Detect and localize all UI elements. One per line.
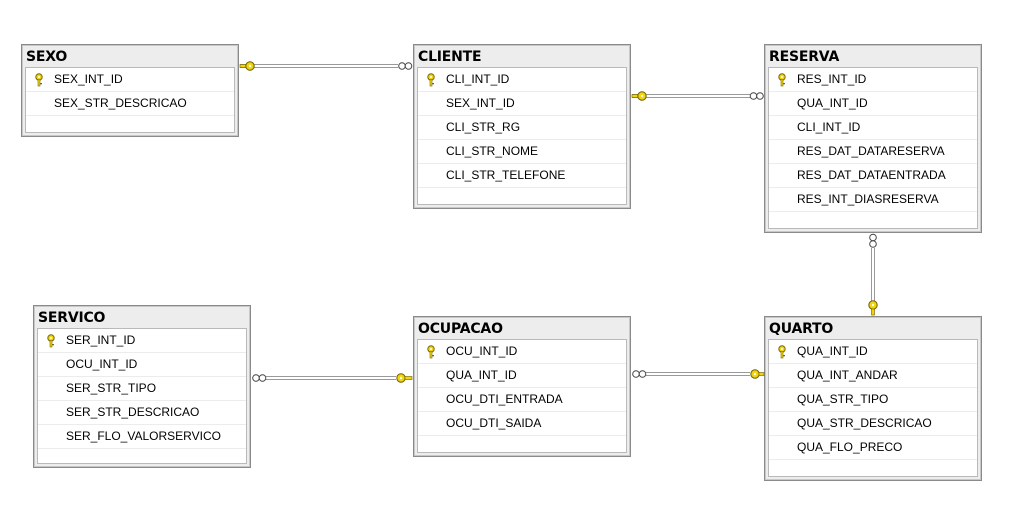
column-row[interactable]: SEX_INT_ID: [418, 92, 626, 116]
column-name: OCU_DTI_SAIDA: [446, 416, 542, 430]
column-name: SEX_INT_ID: [446, 96, 515, 110]
column-name: QUA_STR_TIPO: [797, 392, 889, 406]
relationship-ocupacao-servico[interactable]: [252, 373, 413, 383]
column-row[interactable]: SEX_STR_DESCRICAO: [26, 92, 234, 116]
table-reserva[interactable]: RESERVA RES_INT_ID QUA_INT_ID CLI_INT_ID…: [764, 44, 982, 233]
table-cliente[interactable]: CLIENTE CLI_INT_ID SEX_INT_ID CLI_STR_RG…: [413, 44, 631, 209]
one-end-key-icon: [396, 373, 413, 383]
column-row[interactable]: OCU_INT_ID: [418, 340, 626, 364]
column-name: RES_INT_ID: [797, 72, 867, 86]
column-list: CLI_INT_ID SEX_INT_ID CLI_STR_RG CLI_STR…: [417, 67, 627, 205]
primary-key-icon: [778, 345, 786, 359]
column-name: OCU_INT_ID: [446, 344, 518, 358]
primary-key-icon: [35, 73, 43, 87]
column-name: SEX_INT_ID: [54, 72, 123, 86]
column-name: CLI_STR_NOME: [446, 144, 539, 158]
many-end-infinity-icon: [398, 62, 413, 70]
column-list: RES_INT_ID QUA_INT_ID CLI_INT_ID RES_DAT…: [768, 67, 978, 229]
column-row[interactable]: QUA_STR_DESCRICAO: [769, 412, 977, 436]
column-name: QUA_STR_DESCRICAO: [797, 416, 932, 430]
column-row[interactable]: CLI_STR_NOME: [418, 140, 626, 164]
column-row[interactable]: SER_STR_TIPO: [38, 377, 246, 401]
table-servico[interactable]: SERVICO SER_INT_ID OCU_INT_ID SER_STR_TI…: [33, 305, 251, 468]
column-name: QUA_FLO_PRECO: [797, 440, 903, 454]
column-row[interactable]: QUA_INT_ID: [769, 340, 977, 364]
column-name: RES_DAT_DATARESERVA: [797, 144, 945, 158]
column-row[interactable]: SER_STR_DESCRICAO: [38, 401, 246, 425]
column-row[interactable]: SER_FLO_VALORSERVICO: [38, 425, 246, 449]
column-row[interactable]: RES_INT_ID: [769, 68, 977, 92]
many-end-infinity-icon: [749, 92, 764, 100]
column-row[interactable]: CLI_STR_RG: [418, 116, 626, 140]
many-end-infinity-icon: [869, 233, 877, 248]
many-end-infinity-icon: [252, 374, 267, 382]
column-name: SER_INT_ID: [66, 333, 136, 347]
table-title: RESERVA: [769, 49, 840, 65]
column-row[interactable]: RES_DAT_DATAENTRADA: [769, 164, 977, 188]
column-name: QUA_INT_ID: [797, 96, 868, 110]
column-list: OCU_INT_ID QUA_INT_ID OCU_DTI_ENTRADA OC…: [417, 339, 627, 453]
primary-key-icon: [778, 73, 786, 87]
table-title: SERVICO: [38, 310, 106, 326]
column-name: SEX_STR_DESCRICAO: [54, 96, 187, 110]
primary-key-icon: [427, 345, 435, 359]
column-row[interactable]: QUA_INT_ANDAR: [769, 364, 977, 388]
column-list: SEX_INT_ID SEX_STR_DESCRICAO: [25, 67, 235, 133]
table-title: SEXO: [26, 49, 68, 65]
column-row[interactable]: SEX_INT_ID: [26, 68, 234, 92]
column-row[interactable]: SER_INT_ID: [38, 329, 246, 353]
column-row[interactable]: OCU_DTI_SAIDA: [418, 412, 626, 436]
column-name: OCU_DTI_ENTRADA: [446, 392, 563, 406]
column-name: SER_FLO_VALORSERVICO: [66, 429, 221, 443]
column-row[interactable]: CLI_INT_ID: [769, 116, 977, 140]
column-row[interactable]: QUA_FLO_PRECO: [769, 436, 977, 460]
column-row[interactable]: QUA_INT_ID: [769, 92, 977, 116]
table-ocupacao[interactable]: OCUPACAO OCU_INT_ID QUA_INT_ID OCU_DTI_E…: [413, 316, 631, 457]
column-name: CLI_INT_ID: [797, 120, 861, 134]
column-name: SER_STR_TIPO: [66, 381, 157, 395]
relationship-cliente-reserva[interactable]: [631, 91, 764, 101]
column-list: SER_INT_ID OCU_INT_ID SER_STR_TIPO SER_S…: [37, 328, 247, 464]
many-end-infinity-icon: [632, 370, 647, 378]
table-title: OCUPACAO: [418, 321, 503, 337]
relationship-quarto-reserva[interactable]: [868, 233, 878, 316]
column-name: RES_INT_DIASRESERVA: [797, 192, 939, 206]
table-quarto[interactable]: QUARTO QUA_INT_ID QUA_INT_ANDAR QUA_STR_…: [764, 316, 982, 481]
table-title: QUARTO: [769, 321, 834, 337]
column-name: QUA_INT_ID: [797, 344, 868, 358]
column-row[interactable]: OCU_INT_ID: [38, 353, 246, 377]
column-name: QUA_INT_ANDAR: [797, 368, 898, 382]
column-row[interactable]: RES_INT_DIASRESERVA: [769, 188, 977, 212]
column-name: RES_DAT_DATAENTRADA: [797, 168, 946, 182]
primary-key-icon: [47, 334, 55, 348]
table-sexo[interactable]: SEXO SEX_INT_ID SEX_STR_DESCRICAO: [21, 44, 239, 137]
column-name: CLI_STR_RG: [446, 120, 521, 134]
column-row[interactable]: CLI_STR_TELEFONE: [418, 164, 626, 188]
relationship-quarto-ocupacao[interactable]: [632, 369, 765, 379]
column-row[interactable]: RES_DAT_DATARESERVA: [769, 140, 977, 164]
column-list: QUA_INT_ID QUA_INT_ANDAR QUA_STR_TIPO QU…: [768, 339, 978, 477]
one-end-key-icon: [750, 369, 765, 379]
primary-key-icon: [427, 73, 435, 87]
column-name: SER_STR_DESCRICAO: [66, 405, 200, 419]
column-row[interactable]: CLI_INT_ID: [418, 68, 626, 92]
one-end-key-icon: [631, 91, 647, 101]
column-row[interactable]: QUA_STR_TIPO: [769, 388, 977, 412]
column-name: CLI_INT_ID: [446, 72, 510, 86]
relationship-sexo-cliente[interactable]: [239, 61, 413, 71]
one-end-key-icon: [868, 300, 878, 316]
table-title: CLIENTE: [418, 49, 482, 65]
column-name: OCU_INT_ID: [66, 357, 138, 371]
one-end-key-icon: [239, 61, 255, 71]
column-row[interactable]: QUA_INT_ID: [418, 364, 626, 388]
column-name: QUA_INT_ID: [446, 368, 517, 382]
column-name: CLI_STR_TELEFONE: [446, 168, 566, 182]
column-row[interactable]: OCU_DTI_ENTRADA: [418, 388, 626, 412]
